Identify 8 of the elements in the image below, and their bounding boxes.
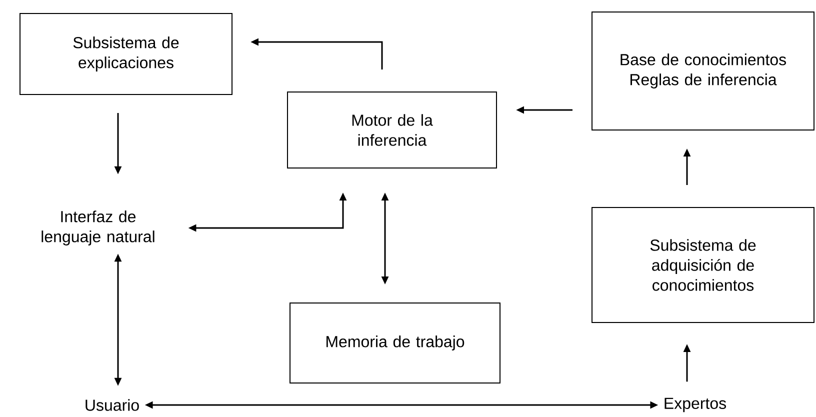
process-box: Motor de la inferencia (287, 92, 497, 168)
component-label: Usuario (86, 399, 139, 411)
process-box: Memoria de trabajo (290, 302, 500, 384)
component-label: Expertos (664, 398, 726, 412)
process-box: Subsistema de adquisición de conocimientos (592, 207, 814, 323)
process-box: Subsistema de explicaciones (20, 13, 232, 95)
process-box: Base de conocimientos Reglas de inferencia (592, 12, 814, 130)
component-label: Interfaz de lenguaje natural (42, 210, 154, 246)
